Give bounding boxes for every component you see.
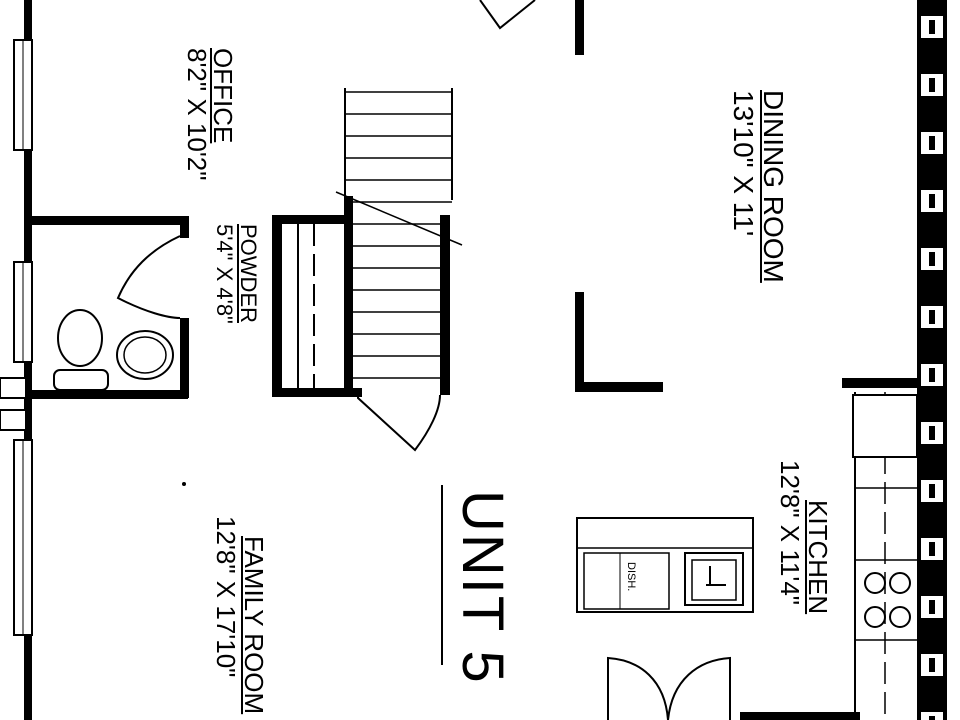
staircase [335, 88, 463, 452]
wall-hatch-mark [929, 252, 935, 266]
powder-name: POWDER [236, 224, 261, 323]
wall-hatch-mark [929, 658, 935, 672]
powder-size: 5'4" X 4'8" [212, 224, 237, 324]
toilet-icon [53, 330, 174, 391]
dishwasher-label: DISH. [625, 562, 637, 591]
powder-label: POWDER 5'4" X 4'8" [212, 224, 261, 324]
family-room-name: FAMILY ROOM [239, 536, 269, 715]
unit-label: UNIT 5 [450, 490, 515, 685]
dining-partition [575, 292, 663, 392]
wall-hatch-mark [929, 136, 935, 150]
wall-hatch-mark [929, 716, 935, 720]
family-room-size: 12'8" X 17'10" [211, 516, 241, 678]
wall-hatch-mark [929, 310, 935, 324]
sink-icon [57, 309, 103, 367]
dining-room-name: DINING ROOM [758, 90, 789, 283]
office-size: 8'2" X 10'2" [182, 48, 212, 181]
wall-hatch-mark [929, 20, 935, 34]
dining-room-size: 13'10" X 11' [728, 90, 759, 237]
kitchen-sink-icon [684, 552, 744, 606]
left-exterior-wall [0, 0, 33, 720]
office-name: OFFICE [208, 48, 238, 144]
range-burners-icon [864, 572, 911, 628]
family-room-label: FAMILY ROOM 12'8" X 17'10" [211, 516, 269, 715]
wall-hatch-mark [929, 600, 935, 614]
double-door-swing [607, 656, 860, 720]
kitchen-label: KITCHEN 12'8" X 11'4" [775, 460, 833, 615]
wall-hatch-mark [929, 78, 935, 92]
kitchen-counter [842, 378, 920, 720]
closet [272, 215, 362, 397]
kitchen-name: KITCHEN [803, 500, 833, 615]
wall-hatch-mark [929, 426, 935, 440]
wall-hatch-mark [929, 484, 935, 498]
wall-hatch-mark [929, 368, 935, 382]
wall-hatch-mark [929, 542, 935, 556]
powder-room-walls [32, 216, 189, 399]
wall-hatch-mark [929, 194, 935, 208]
plan-dot [182, 482, 186, 486]
kitchen-size: 12'8" X 11'4" [775, 460, 805, 606]
top-door-swing [479, 0, 584, 55]
right-exterior-wall [917, 0, 947, 720]
office-label: OFFICE 8'2" X 10'2" [182, 48, 238, 181]
dining-room-label: DINING ROOM 13'10" X 11' [728, 90, 789, 283]
